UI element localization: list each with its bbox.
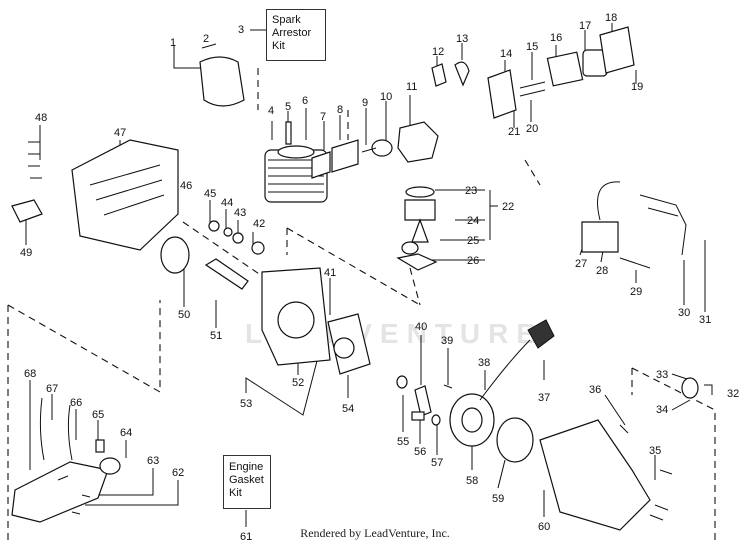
callout-61: 61 (240, 531, 252, 543)
callout-48: 48 (35, 112, 47, 124)
fuel-tank (11, 461, 109, 523)
callout-49: 49 (20, 247, 32, 259)
callout-17: 17 (579, 20, 591, 32)
callout-34: 34 (656, 404, 668, 416)
callout-45: 45 (204, 188, 216, 200)
dashed-group-lines (7, 68, 716, 545)
leader-lines (25, 23, 713, 527)
callout-13: 13 (456, 33, 468, 45)
callout-9: 9 (362, 97, 368, 109)
starter-housing (539, 419, 651, 531)
callout-56: 56 (414, 446, 426, 458)
callout-62: 62 (172, 467, 184, 479)
callout-14: 14 (500, 48, 512, 60)
callout-58: 58 (466, 475, 478, 487)
callout-25: 25 (467, 235, 479, 247)
callout-12: 12 (432, 46, 444, 58)
callout-33: 33 (656, 369, 668, 381)
callout-10: 10 (380, 91, 392, 103)
parts (11, 26, 699, 531)
callout-27: 27 (575, 258, 587, 270)
callout-11: 11 (406, 81, 417, 93)
callout-59: 59 (492, 493, 504, 505)
callout-19: 19 (631, 81, 643, 93)
air-filter-base (487, 69, 517, 119)
muffler-cover (199, 56, 245, 107)
callout-6: 6 (302, 95, 308, 107)
callout-16: 16 (550, 32, 562, 44)
spark-plug (285, 121, 292, 145)
callout-47: 47 (114, 127, 126, 139)
callout-65: 65 (92, 409, 104, 421)
ignition-module (581, 221, 619, 253)
callout-24: 24 (467, 215, 479, 227)
callout-22: 22 (502, 201, 514, 213)
callout-40: 40 (415, 321, 427, 333)
callout-32: 32 (727, 388, 739, 400)
callout-29: 29 (630, 286, 642, 298)
callout-26: 26 (467, 255, 479, 267)
callout-labels: 1 2 3 4 5 6 7 8 9 10 11 12 13 14 15 16 1… (20, 12, 739, 543)
callout-60: 60 (538, 521, 550, 533)
callout-55: 55 (397, 436, 409, 448)
callout-37: 37 (538, 392, 550, 404)
spark-arrestor-kit-box (266, 9, 326, 61)
callout-43: 43 (234, 207, 246, 219)
callout-54: 54 (342, 403, 354, 415)
callout-42: 42 (253, 218, 265, 230)
callout-52: 52 (292, 377, 304, 389)
callout-5: 5 (285, 101, 291, 113)
callout-53: 53 (240, 398, 252, 410)
callout-30: 30 (678, 307, 690, 319)
callout-50: 50 (178, 309, 190, 321)
callout-44: 44 (221, 197, 233, 209)
callout-18: 18 (605, 12, 617, 24)
piston (404, 199, 436, 221)
callout-15: 15 (526, 41, 538, 53)
callout-46: 46 (180, 180, 192, 192)
callout-1: 1 (170, 37, 176, 49)
callout-51: 51 (210, 330, 222, 342)
engine-gasket-kit-box (223, 455, 271, 509)
callout-23: 23 (465, 185, 477, 197)
spark-arrestor-kit-label: Spark Arrestor Kit (272, 14, 312, 52)
callout-66: 66 (70, 397, 82, 409)
engine-cover (71, 139, 179, 251)
callout-35: 35 (649, 445, 661, 457)
callout-36: 36 (589, 384, 601, 396)
callout-41: 41 (324, 267, 336, 279)
callout-21: 21 (508, 126, 520, 138)
callout-63: 63 (147, 455, 159, 467)
callout-20: 20 (526, 123, 538, 135)
callout-39: 39 (441, 335, 453, 347)
callout-28: 28 (596, 265, 608, 277)
footer-credit: Rendered by LeadVenture, Inc. (300, 526, 450, 540)
callout-67: 67 (46, 383, 58, 395)
carburetor (397, 121, 439, 163)
callout-3: 3 (238, 24, 244, 36)
callout-64: 64 (120, 427, 132, 439)
callout-31: 31 (699, 314, 711, 326)
callout-68: 68 (24, 368, 36, 380)
callout-38: 38 (478, 357, 490, 369)
engine-gasket-kit-label: Engine Gasket Kit (229, 461, 264, 499)
callout-57: 57 (431, 457, 443, 469)
crankshaft (204, 258, 249, 290)
callout-8: 8 (337, 104, 343, 116)
callout-4: 4 (268, 105, 274, 117)
callout-7: 7 (320, 111, 326, 123)
air-filter-cover (599, 26, 635, 74)
callout-2: 2 (203, 33, 209, 45)
